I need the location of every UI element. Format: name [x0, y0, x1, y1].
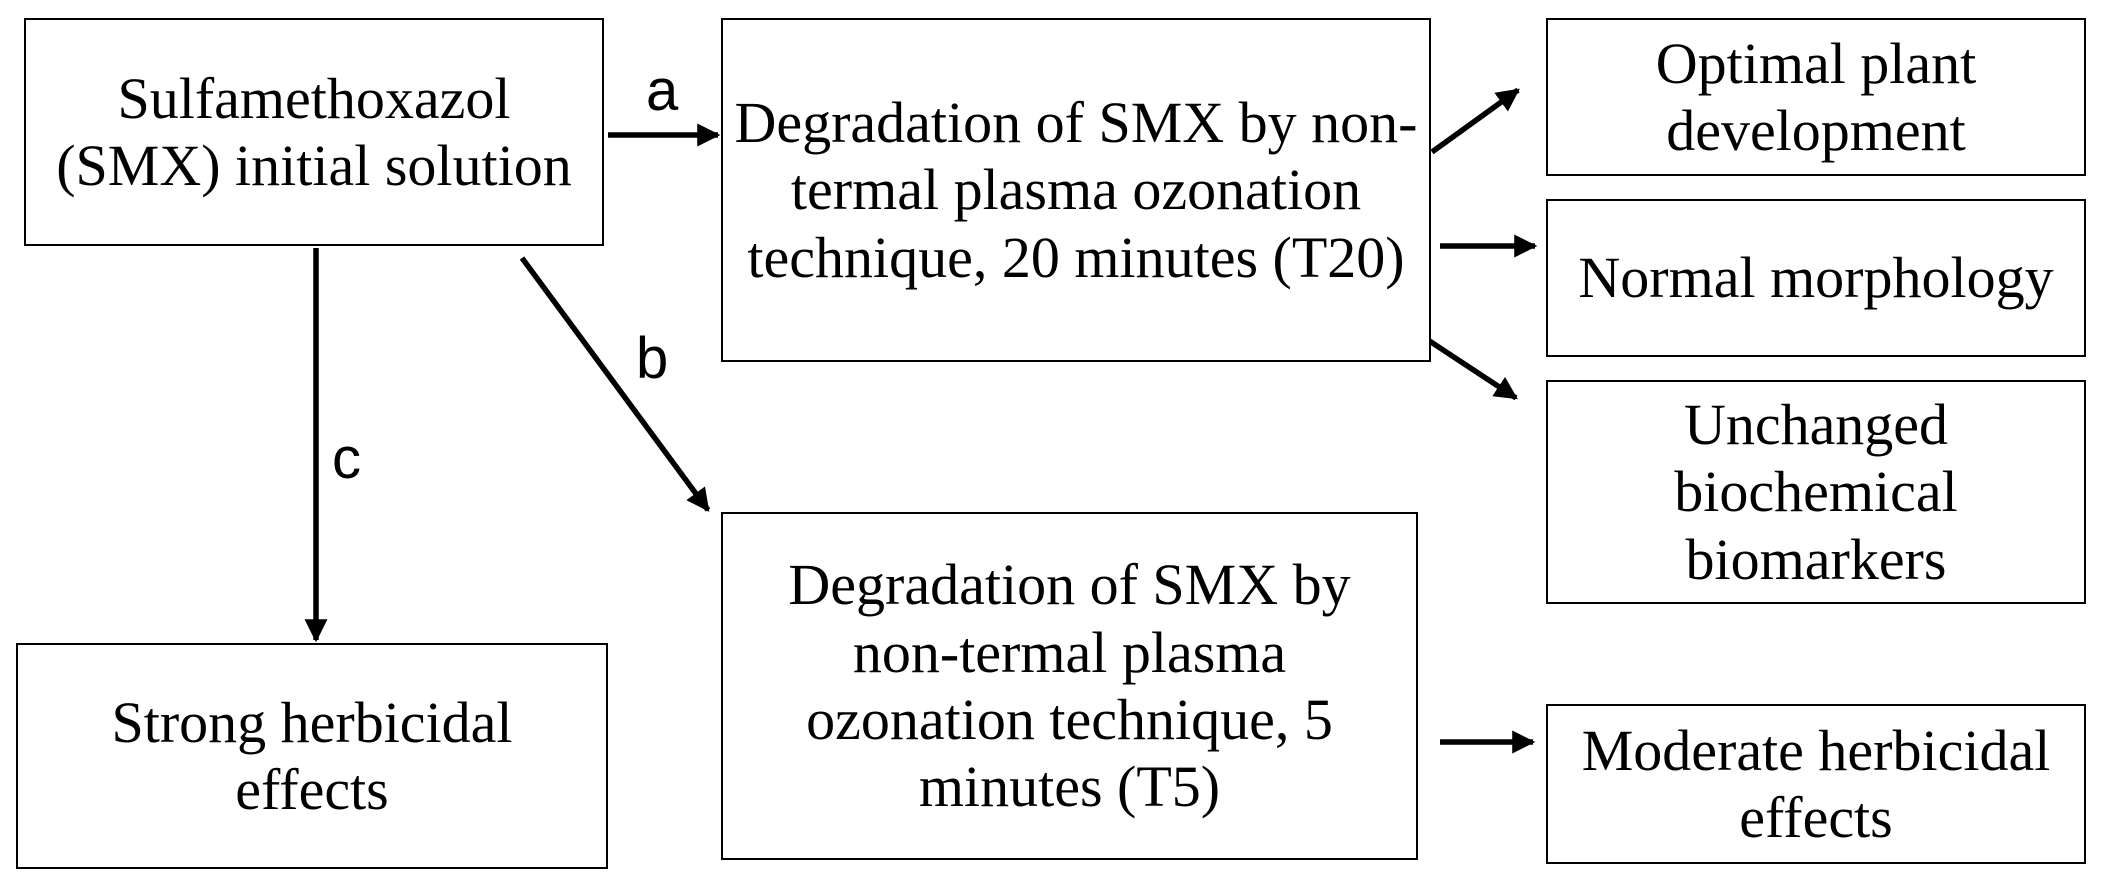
node-t20-degradation: Degradation of SMX by non-termal plasma … [721, 18, 1431, 362]
node-normal-morphology: Normal morphology [1546, 199, 2086, 357]
node-optimal-development: Optimal plant development [1546, 18, 2086, 176]
node-initial-solution-text: Sulfamethoxazol (SMX) initial solution [56, 65, 572, 198]
node-t20-degradation-text: Degradation of SMX by non-termal plasma … [734, 90, 1418, 290]
node-normal-morphology-text: Normal morphology [1578, 245, 2054, 311]
node-optimal-development-text: Optimal plant development [1655, 30, 1977, 163]
node-strong-herbicidal: Strong herbicidal effects [16, 643, 608, 869]
node-t5-degradation: Degradation of SMX by non-termal plasma … [721, 512, 1418, 860]
arrow-t20-to-unchanged [1426, 337, 1518, 401]
node-t5-degradation-text: Degradation of SMX by non-termal plasma … [788, 552, 1351, 820]
node-strong-herbicidal-text: Strong herbicidal effects [111, 689, 513, 822]
node-unchanged-biomarkers: Unchanged biochemical biomarkers [1546, 380, 2086, 604]
edge-label-b: b [636, 326, 669, 391]
arrow-t20-to-optimal [1430, 87, 1520, 155]
edge-label-a: a [646, 58, 679, 123]
node-unchanged-biomarkers-text: Unchanged biochemical biomarkers [1674, 392, 1958, 592]
node-initial-solution: Sulfamethoxazol (SMX) initial solution [24, 18, 604, 246]
arrow-initial-to-t5 [519, 256, 711, 512]
node-moderate-herbicidal: Moderate herbicidal effects [1546, 704, 2086, 864]
edge-label-c: c [332, 426, 361, 491]
node-moderate-herbicidal-text: Moderate herbicidal effects [1581, 717, 2051, 850]
